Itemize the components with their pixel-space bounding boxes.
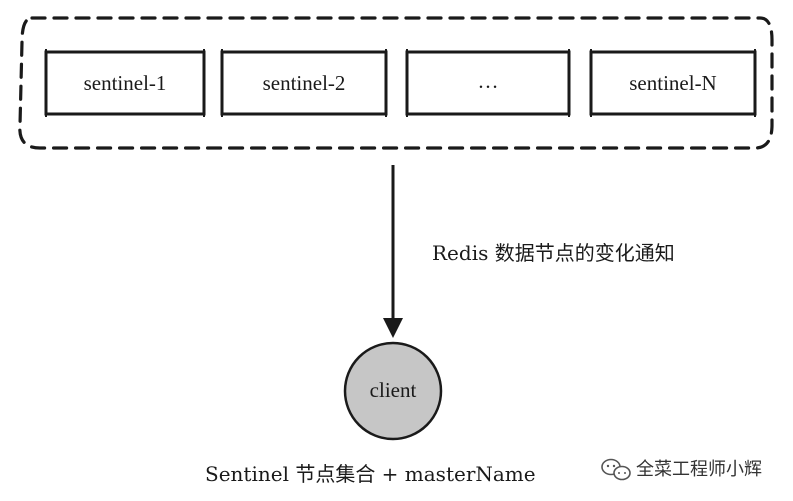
client-node-label: client (370, 378, 417, 402)
client-node: client (343, 341, 443, 441)
arrowhead-icon (383, 318, 403, 338)
sentinel-group-boundary (18, 16, 774, 150)
watermark-text: 全菜工程师小辉 (636, 459, 762, 480)
client-config-caption: Sentinel 节点集合 + masterName (205, 462, 536, 486)
notification-label: Redis 数据节点的变化通知 (432, 241, 675, 265)
notification-arrow (383, 165, 403, 338)
sentinel-node-2: sentinel-2 (220, 49, 388, 117)
sentinel-node-1: sentinel-1 (44, 49, 206, 117)
sentinel-node-2-label: sentinel-2 (263, 71, 346, 95)
watermark: 全菜工程师小辉 (601, 458, 762, 481)
sentinel-node-ellipsis-label: … (478, 69, 499, 93)
chat-bubble-icon (601, 458, 631, 481)
sentinel-node-1-label: sentinel-1 (84, 71, 167, 95)
sentinel-node-n-label: sentinel-N (629, 71, 716, 95)
sentinel-node-ellipsis: … (405, 49, 571, 117)
sentinel-node-n: sentinel-N (589, 49, 757, 117)
